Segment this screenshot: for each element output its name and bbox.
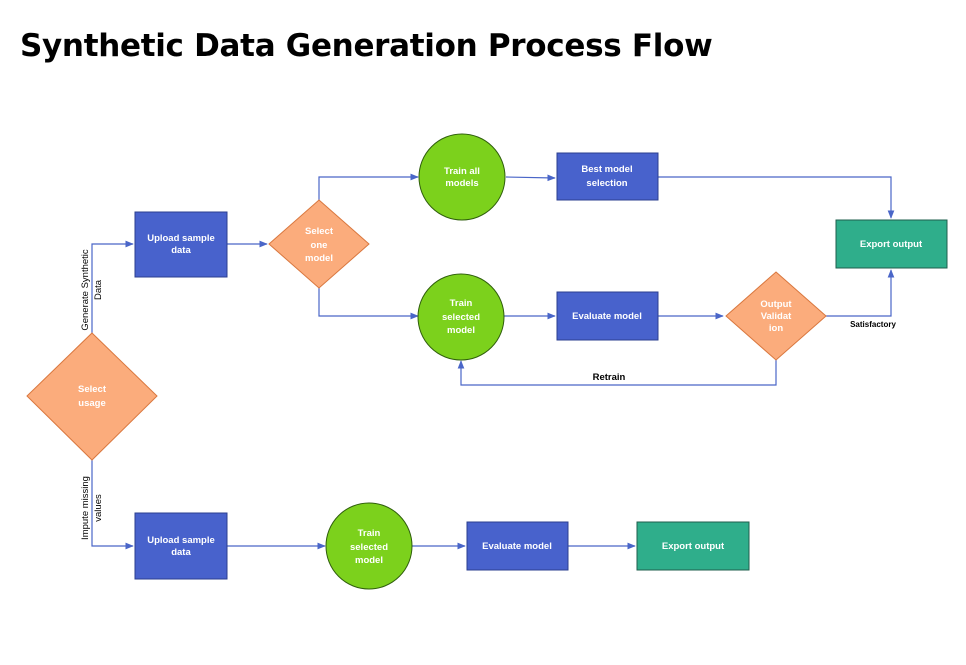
edge-usage-to-upload-top bbox=[91, 240, 134, 333]
edge-label-retrain: Retrain bbox=[593, 372, 626, 383]
edge-validation-to-export bbox=[826, 269, 895, 317]
process-evaluate-model-top: Evaluate model bbox=[556, 291, 659, 341]
connectors bbox=[91, 173, 895, 550]
output-export-bottom-label: Export output bbox=[662, 541, 725, 552]
edge-usage-to-upload-bottom bbox=[91, 460, 134, 550]
edge-select-to-train-selected bbox=[318, 288, 419, 320]
process-evaluate-model-bottom: Evaluate model bbox=[466, 521, 569, 571]
process-evaluate-model-top-label: Evaluate model bbox=[572, 311, 642, 322]
edge-best-to-export bbox=[658, 176, 895, 219]
output-export-top: Export output bbox=[835, 219, 948, 269]
edge-select-to-train-all bbox=[318, 173, 419, 200]
output-export-top-label: Export output bbox=[860, 239, 923, 250]
edge-validation-retrain bbox=[457, 360, 777, 386]
edge-train-all-to-best bbox=[505, 174, 556, 182]
edge-label-satisfactory: Satisfactory bbox=[850, 320, 896, 329]
output-export-bottom: Export output bbox=[636, 521, 750, 571]
process-evaluate-model-bottom-label: Evaluate model bbox=[482, 541, 552, 552]
page-title: Synthetic Data Generation Process Flow bbox=[20, 28, 713, 64]
